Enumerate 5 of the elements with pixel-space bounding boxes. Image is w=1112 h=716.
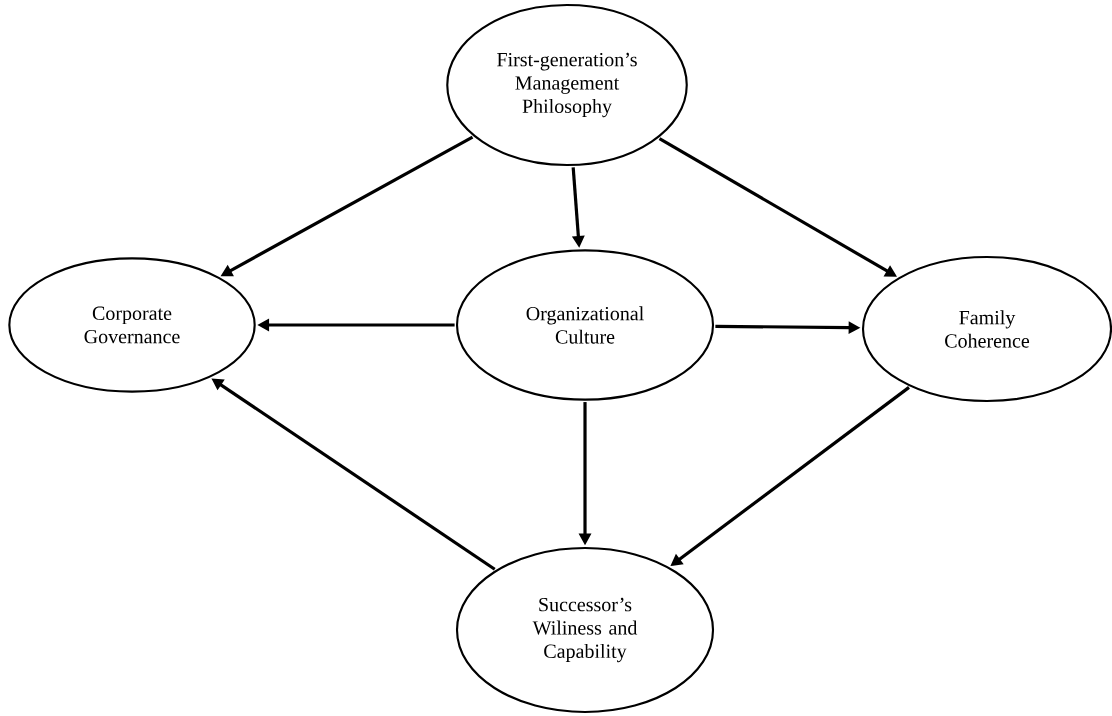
ellipse-node: Family Coherence (861, 255, 1112, 403)
ellipse-node: Successor’s Wiliness and Capability (455, 546, 715, 714)
ellipse-node: Organizational Culture (455, 249, 715, 401)
ellipse-node: First-generation’s Management Philosophy (446, 3, 688, 167)
ellipse-node: Corporate Governance (8, 257, 256, 393)
